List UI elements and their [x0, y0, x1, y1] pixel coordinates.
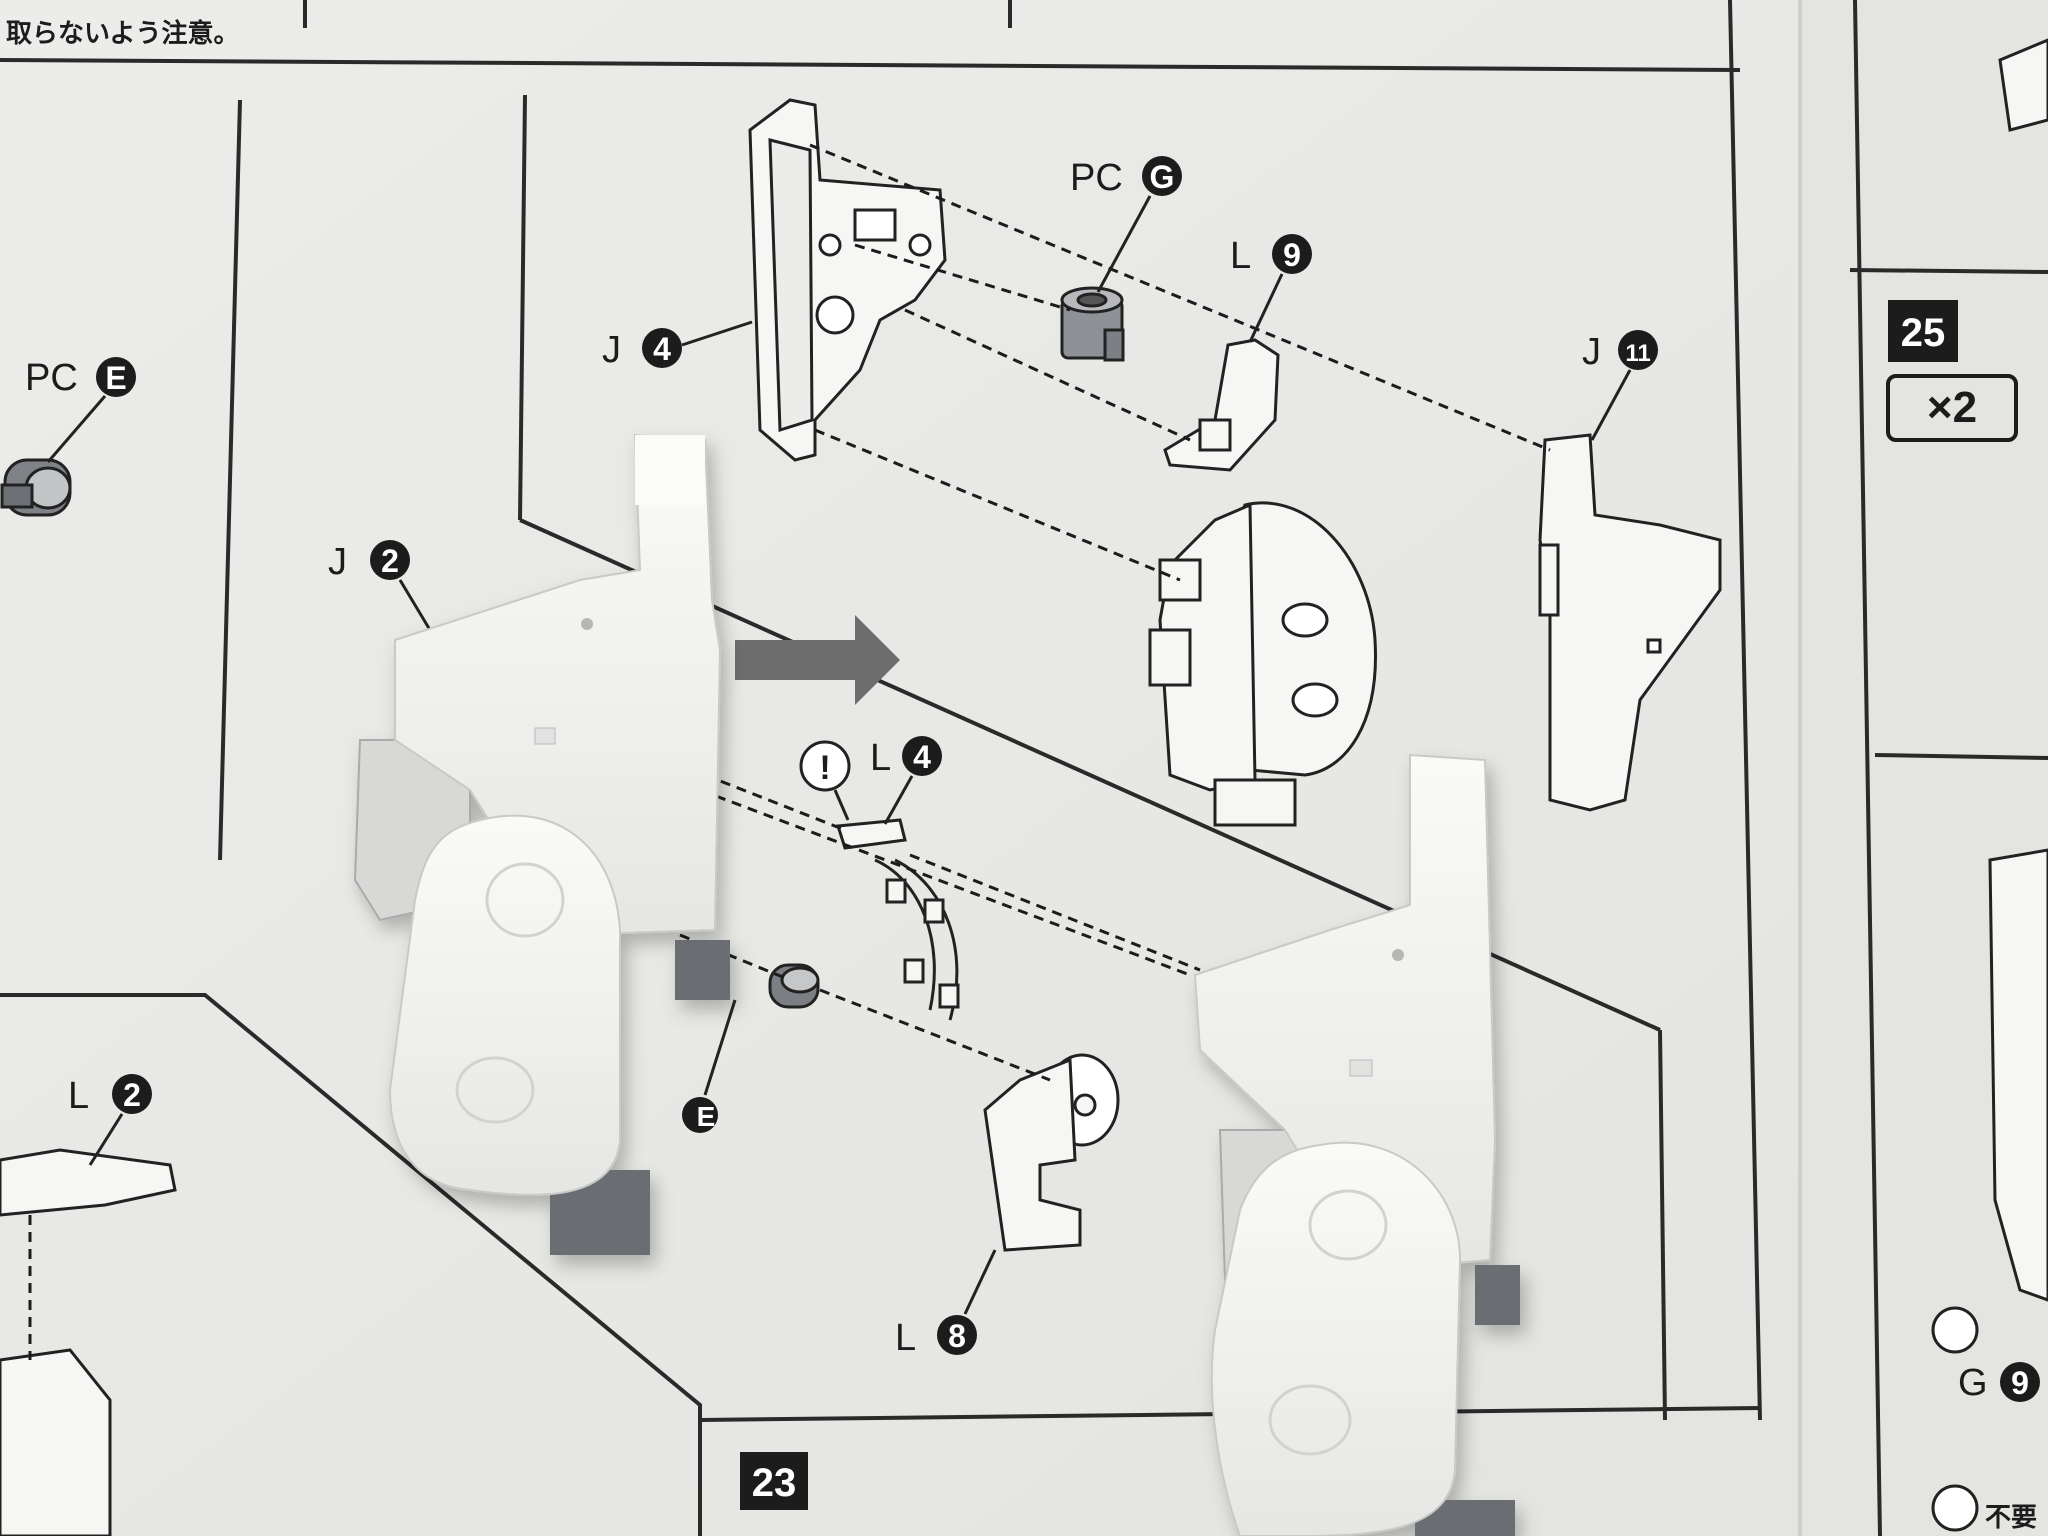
label-j11-prefix: J [1582, 331, 1601, 373]
label-l4-prefix: L [870, 737, 891, 779]
l2-part-drawing [0, 1148, 177, 1536]
j11-frame-drawing [1538, 433, 1722, 812]
label-pc-e-badge: E [105, 360, 126, 396]
l8-part-drawing [983, 1053, 1120, 1252]
label-j4: J 4 [602, 328, 682, 371]
label-j4-badge: 4 [653, 331, 671, 367]
label-l4: L 4 [870, 736, 942, 779]
l4-part-drawing [836, 818, 960, 1021]
label-pc-g: PC G [1070, 156, 1182, 199]
step-25-number: 25 [1901, 311, 1946, 355]
label-pc-g-badge: G [1150, 159, 1175, 195]
label-j2-badge: 2 [381, 543, 399, 579]
label-l9: L 9 [1230, 234, 1312, 277]
label-l8-badge: 8 [948, 1318, 966, 1354]
label-l4-badge: 4 [913, 739, 931, 775]
label-j2-prefix: J [328, 541, 347, 583]
l9-part-drawing [1163, 338, 1280, 472]
step-25-multiplier: ×2 [1927, 383, 1977, 432]
step-25-box: 25 ×2 [1886, 300, 2018, 442]
right-page [1800, 0, 2048, 1536]
label-l9-badge: 9 [1283, 237, 1301, 273]
pc-e-left-drawing [0, 458, 72, 517]
label-j4-prefix: J [602, 329, 621, 371]
label-l8-prefix: L [895, 1317, 916, 1359]
j4-frame-drawing [748, 98, 947, 462]
caution-mark: ! [799, 740, 851, 821]
header-note: 取らないよう注意。 [6, 18, 239, 49]
label-l2: L 2 [68, 1074, 152, 1117]
joint-mechanism-drawing [1148, 501, 1377, 827]
label-pc-e: PC E [25, 357, 136, 399]
step-23-number: 23 [752, 1461, 797, 1505]
plastic-joint-left [353, 433, 730, 1255]
label-pc-e-prefix: PC [25, 357, 78, 399]
pc-g-part-drawing [1060, 286, 1125, 362]
label-pc-g-prefix: PC [1070, 157, 1123, 199]
label-j11-badge: 11 [1625, 340, 1650, 367]
label-l9-prefix: L [1230, 235, 1251, 277]
assembly-guide-lines [28, 143, 1551, 1360]
label-e-partial: E [682, 1097, 718, 1133]
label-g9-badge: 9 [2011, 1365, 2029, 1401]
label-j2: J 2 [328, 540, 410, 583]
label-g9: G 9 [1958, 1362, 2040, 1404]
right-page-partial-drawing [1931, 38, 2048, 1532]
label-g9-prefix: G [1958, 1362, 1988, 1404]
label-e-partial-badge: E [697, 1101, 716, 1132]
caution-mark-symbol: ! [819, 749, 830, 787]
plastic-joint-right [1193, 753, 1520, 1536]
pc-e-small-drawing [768, 963, 820, 1009]
step-23-box: 23 [740, 1452, 808, 1510]
unused-note: 不要 [1985, 1503, 2037, 1533]
direction-arrow [735, 615, 900, 705]
label-l8: L 8 [895, 1315, 977, 1359]
label-l2-badge: 2 [123, 1077, 141, 1113]
label-l2-prefix: L [68, 1075, 89, 1117]
label-j11: J 11 [1582, 330, 1658, 373]
